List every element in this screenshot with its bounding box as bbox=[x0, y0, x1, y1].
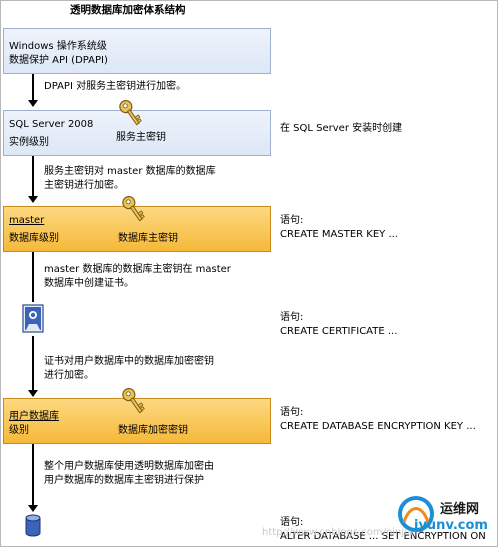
user-db-level-line1: 用户数据库 bbox=[9, 411, 59, 422]
windows-level-line1: Windows 操作系统级 bbox=[9, 41, 107, 52]
connector-line-4 bbox=[32, 336, 34, 391]
watermark-domain: iyunv.com bbox=[414, 518, 488, 533]
connector-note-4a: 证书对用户数据库中的数据库加密密钥 bbox=[44, 356, 214, 367]
user-db-level-box: 用户数据库 级别 数据库加密密钥 bbox=[3, 398, 271, 444]
watermark-logo-text: 运维网 bbox=[440, 502, 480, 517]
arrow-down-icon bbox=[28, 100, 38, 107]
encryption-key-statement: CREATE DATABASE ENCRYPTION KEY ... bbox=[280, 421, 476, 432]
site-logo-icon bbox=[398, 496, 434, 532]
sql-server-level-line2: 实例级别 bbox=[9, 137, 49, 148]
database-master-key-label: 数据库主密钥 bbox=[118, 233, 178, 244]
master-key-statement: CREATE MASTER KEY ... bbox=[280, 229, 398, 240]
database-statement-label: 语句: bbox=[280, 517, 304, 528]
connector-note-2a: 服务主密钥对 master 数据库的数据库 bbox=[44, 166, 216, 177]
connector-note-2b: 主密钥进行加密。 bbox=[44, 180, 124, 191]
master-db-level-line1: master bbox=[9, 215, 45, 226]
windows-level-box: Windows 操作系统级 数据保护 API (DPAPI) bbox=[3, 28, 271, 74]
watermark-url: http://www.cnblogs.com/ninjia bbox=[262, 527, 414, 538]
database-encryption-key-label: 数据库加密密钥 bbox=[118, 425, 188, 436]
connector-line-2 bbox=[32, 156, 34, 197]
connector-note-3b: 数据库中创建证书。 bbox=[44, 278, 134, 289]
connector-note-1: DPAPI 对服务主密钥进行加密。 bbox=[44, 81, 187, 92]
connector-note-5b: 用户数据库的数据库主密钥进行保护 bbox=[44, 475, 204, 486]
connector-line-3 bbox=[32, 252, 34, 302]
key-icon bbox=[122, 388, 145, 414]
certificate-icon bbox=[22, 304, 44, 333]
service-master-key-label: 服务主密钥 bbox=[116, 132, 166, 143]
key-icon bbox=[119, 100, 142, 126]
connector-note-4b: 进行加密。 bbox=[44, 370, 94, 381]
diagram-title: 透明数据库加密体系结构 bbox=[70, 4, 186, 16]
connector-line-1 bbox=[32, 74, 34, 101]
connector-note-5a: 整个用户数据库使用透明数据库加密由 bbox=[44, 461, 214, 472]
master-db-level-line2: 数据库级别 bbox=[9, 233, 59, 244]
arrow-down-icon bbox=[28, 390, 38, 397]
encryption-key-statement-label: 语句: bbox=[280, 407, 304, 418]
certificate-statement-label: 语句: bbox=[280, 312, 304, 323]
windows-level-line2: 数据保护 API (DPAPI) bbox=[9, 55, 108, 66]
connector-note-3a: master 数据库的数据库主密钥在 master bbox=[44, 264, 231, 275]
key-icon bbox=[122, 196, 145, 222]
database-icon bbox=[25, 514, 41, 537]
master-key-statement-label: 语句: bbox=[280, 215, 304, 226]
service-master-key-note: 在 SQL Server 安装时创建 bbox=[280, 123, 403, 134]
user-db-level-line2: 级别 bbox=[9, 425, 29, 436]
connector-line-5 bbox=[32, 444, 34, 506]
database-statement: ALTER DATABASE ... SET ENCRYPTION ON bbox=[280, 531, 486, 542]
arrow-down-icon bbox=[28, 505, 38, 512]
arrow-down-icon bbox=[28, 196, 38, 203]
sql-server-level-line1: SQL Server 2008 bbox=[9, 119, 94, 130]
certificate-statement: CREATE CERTIFICATE ... bbox=[280, 326, 398, 337]
